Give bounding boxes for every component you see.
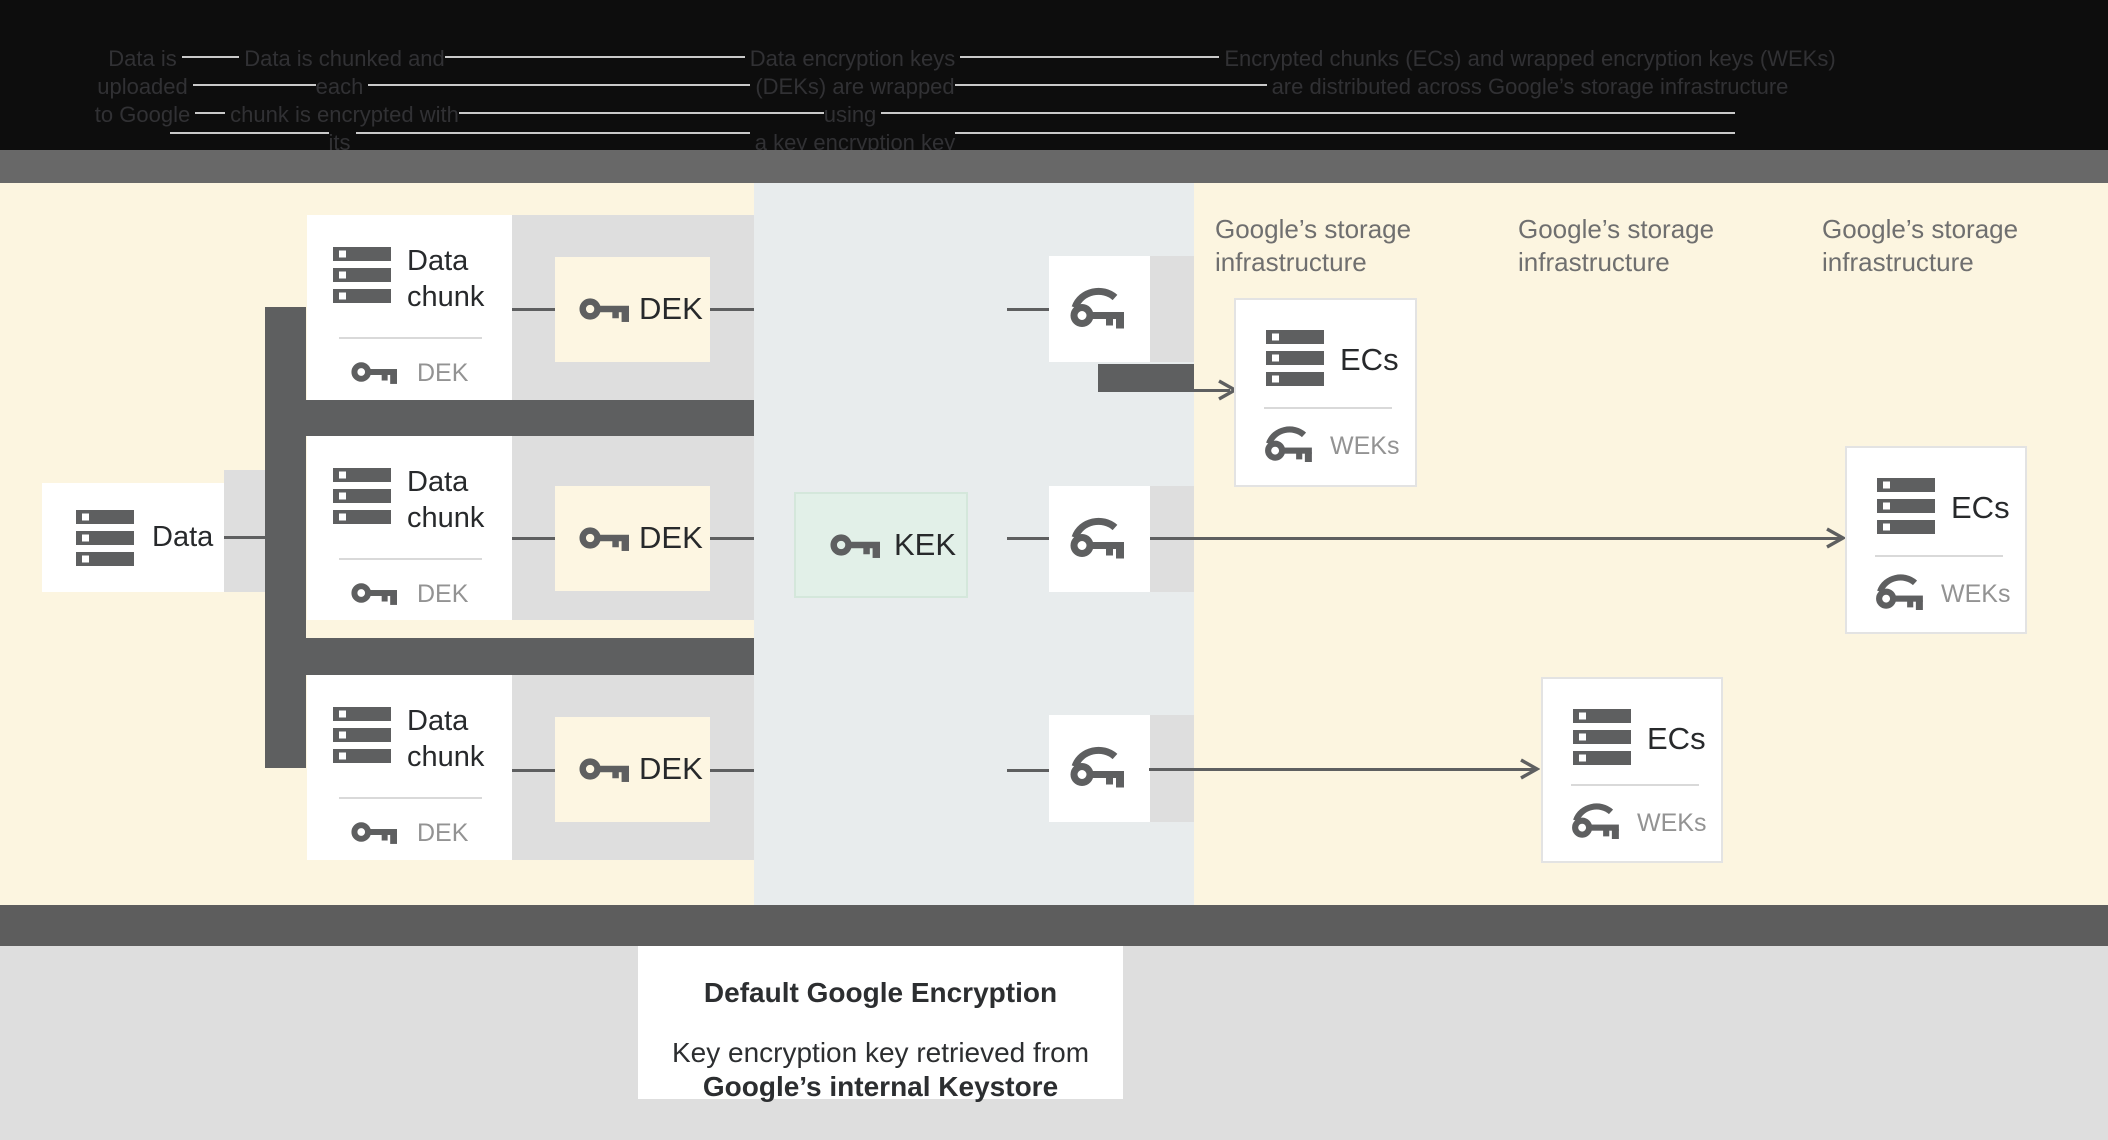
chunk-band-1 xyxy=(265,400,754,436)
data-box-label: Data xyxy=(152,521,214,553)
arrow-line-1 xyxy=(1194,389,1230,392)
chunk-dek-label: DEK xyxy=(417,580,469,608)
storage-infra-label: Google’s storage infrastructure xyxy=(1215,214,1412,277)
caption-line2: Google’s internal Keystore xyxy=(702,1071,1059,1102)
chunk-to-dek-connector xyxy=(512,537,555,540)
dek-key-icon xyxy=(351,817,397,847)
chunk-dek-label: DEK xyxy=(417,359,469,387)
banner-step-1: Data is uploaded to Google xyxy=(55,45,230,129)
wrapped-key-box xyxy=(1049,486,1150,592)
chunk-server-icon xyxy=(333,707,391,763)
data-connector-panel xyxy=(224,470,265,592)
thick-arrow-bar xyxy=(1098,364,1194,392)
ec-title: ECs xyxy=(1951,490,2010,525)
chunk-title: Data chunk xyxy=(407,245,485,313)
kek-to-wrap-key-connector xyxy=(1007,537,1049,540)
ec-box: ECs WEKs xyxy=(1234,298,1417,487)
dek-key-icon xyxy=(351,357,397,387)
data-chunk-box: Data chunk DEK xyxy=(307,675,512,860)
data-server-icon xyxy=(76,510,134,566)
chunk-trunk-bar xyxy=(265,307,306,768)
ec-box: ECs WEKs xyxy=(1845,446,2027,634)
chunk-to-dek-connector xyxy=(512,769,555,772)
to-wrap-key-connector xyxy=(1007,769,1049,772)
arrow-line-2 xyxy=(1150,537,1840,540)
wrapped-key-box xyxy=(1049,715,1150,822)
chunk-server-icon xyxy=(333,247,391,303)
wrap-key-panel xyxy=(1150,256,1194,362)
to-wrap-key-connector xyxy=(1007,308,1049,311)
kek-box: KEK xyxy=(794,492,968,598)
data-to-trunk-connector xyxy=(224,536,265,539)
bottom-divider-bar xyxy=(0,905,2108,946)
top-banner: Data is uploaded to Google Data is chunk… xyxy=(0,0,2108,211)
dek-out-connector xyxy=(710,769,754,772)
ec-divider xyxy=(1571,784,1699,786)
ec-box: ECs WEKs xyxy=(1541,677,1723,863)
banner-step-4: Encrypted chunks (ECs) and wrapped encry… xyxy=(1185,45,1875,101)
ec-server-icon xyxy=(1877,478,1935,534)
dek-box: DEK xyxy=(555,717,710,822)
dek-box-label: DEK xyxy=(639,520,703,555)
chunk-server-icon xyxy=(333,468,391,524)
kek-key-icon xyxy=(830,529,880,561)
chunk-divider xyxy=(339,797,482,799)
kek-box-label: KEK xyxy=(894,527,957,562)
wek-key-icon xyxy=(1262,424,1318,465)
dek-out-connector xyxy=(710,308,754,311)
dek-box: DEK xyxy=(555,257,710,362)
wek-label: WEKs xyxy=(1941,580,2011,608)
dek-box: DEK xyxy=(555,486,710,591)
dek-key-icon xyxy=(579,753,629,785)
caption-box: Default Google Encryption Key encryption… xyxy=(638,946,1123,1102)
dek-key-icon xyxy=(579,293,629,325)
ec-divider xyxy=(1875,555,2003,557)
arrow-line-3 xyxy=(1149,768,1535,771)
banner-rule-3 xyxy=(170,112,1735,114)
arrowhead-icon xyxy=(1825,527,1845,549)
chunk-dek-label: DEK xyxy=(417,819,469,847)
caption-line1: Key encryption key retrieved from xyxy=(671,1037,1090,1068)
wrapped-key-icon xyxy=(1067,744,1131,791)
wrapped-key-box xyxy=(1049,256,1150,362)
ec-server-icon xyxy=(1573,709,1631,765)
data-chunk-box: Data chunk DEK xyxy=(307,436,512,620)
chunk-title: Data chunk xyxy=(407,705,485,773)
top-divider-bar xyxy=(0,150,2108,183)
storage-infra-label: Google’s storage infrastructure xyxy=(1822,214,2019,277)
wek-key-icon xyxy=(1873,572,1929,613)
wek-label: WEKs xyxy=(1637,809,1707,837)
chunk-title: Data chunk xyxy=(407,466,485,534)
wek-label: WEKs xyxy=(1330,432,1400,460)
chunk-divider xyxy=(339,337,482,339)
dek-out-connector xyxy=(710,537,754,540)
wek-key-icon xyxy=(1569,801,1625,842)
wrapped-key-icon xyxy=(1067,515,1131,562)
dek-key-icon xyxy=(351,578,397,608)
dek-box-label: DEK xyxy=(639,751,703,786)
chunk-to-dek-connector xyxy=(512,308,555,311)
dek-box-label: DEK xyxy=(639,291,703,326)
ec-server-icon xyxy=(1266,330,1324,386)
ec-title: ECs xyxy=(1647,721,1706,756)
wrapped-key-icon xyxy=(1067,285,1131,332)
data-chunk-box: Data chunk DEK xyxy=(307,215,512,400)
dek-key-icon xyxy=(579,522,629,554)
ec-divider xyxy=(1264,407,1392,409)
chunk-divider xyxy=(339,558,482,560)
data-box: Data xyxy=(42,483,224,592)
arrowhead-icon xyxy=(1519,758,1539,780)
chunk-band-2 xyxy=(265,638,754,675)
caption-title: Default Google Encryption xyxy=(703,977,1058,1008)
ec-title: ECs xyxy=(1340,342,1399,377)
storage-infra-label: Google’s storage infrastructure xyxy=(1518,214,1715,277)
